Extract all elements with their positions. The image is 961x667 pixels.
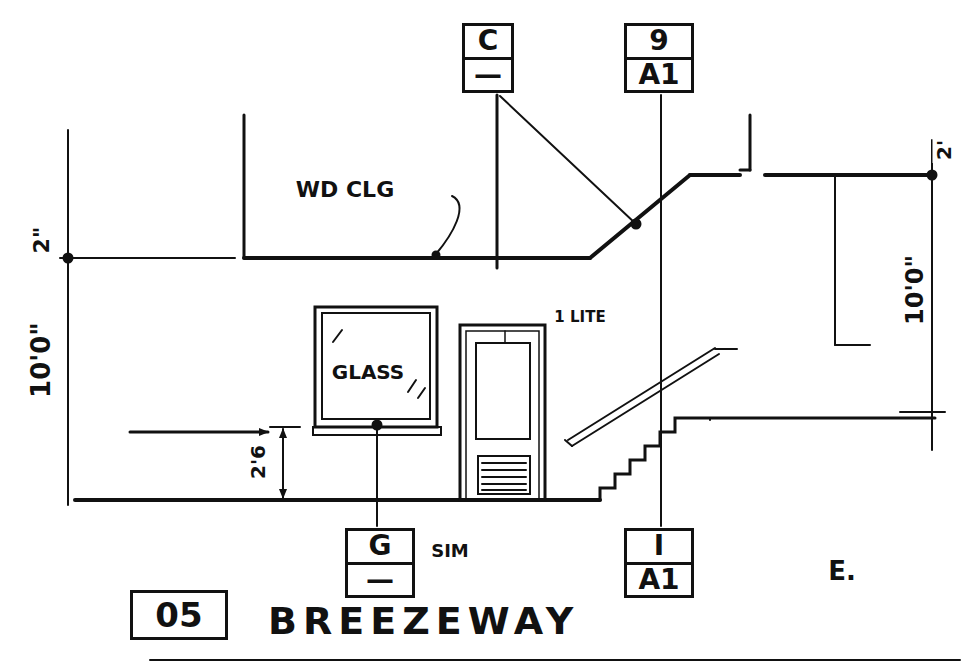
callout-box: 05: [130, 590, 228, 640]
callout-number: C: [465, 26, 511, 60]
note-text: WD CLG: [296, 178, 394, 201]
note-text: GLASS: [332, 362, 405, 383]
callout-box: C—: [462, 23, 514, 93]
dimension-text: 10'0": [902, 252, 929, 328]
callout-number: —: [348, 565, 412, 596]
sheet-title: BREEZEWAY: [268, 602, 579, 640]
dimension-text: 10'0": [27, 319, 56, 401]
note-text: SIM: [431, 542, 469, 561]
callout-number: —: [465, 60, 511, 91]
callout-number: 9: [627, 26, 691, 60]
dimension-text: 2': [933, 137, 956, 163]
callout-number: I: [627, 531, 691, 565]
dimension-text: 2": [29, 224, 54, 257]
callout-number: A1: [627, 565, 691, 596]
note-text: E.: [828, 558, 856, 585]
callout-box: G—: [345, 528, 415, 598]
callout-number: 05: [133, 593, 225, 637]
callout-box: IA1: [624, 528, 694, 598]
note-text: 1 LITE: [554, 310, 605, 326]
dimension-text: 2'6: [247, 442, 270, 482]
callout-number: A1: [627, 60, 691, 91]
callout-number: G: [348, 531, 412, 565]
callout-box: 9A1: [624, 23, 694, 93]
